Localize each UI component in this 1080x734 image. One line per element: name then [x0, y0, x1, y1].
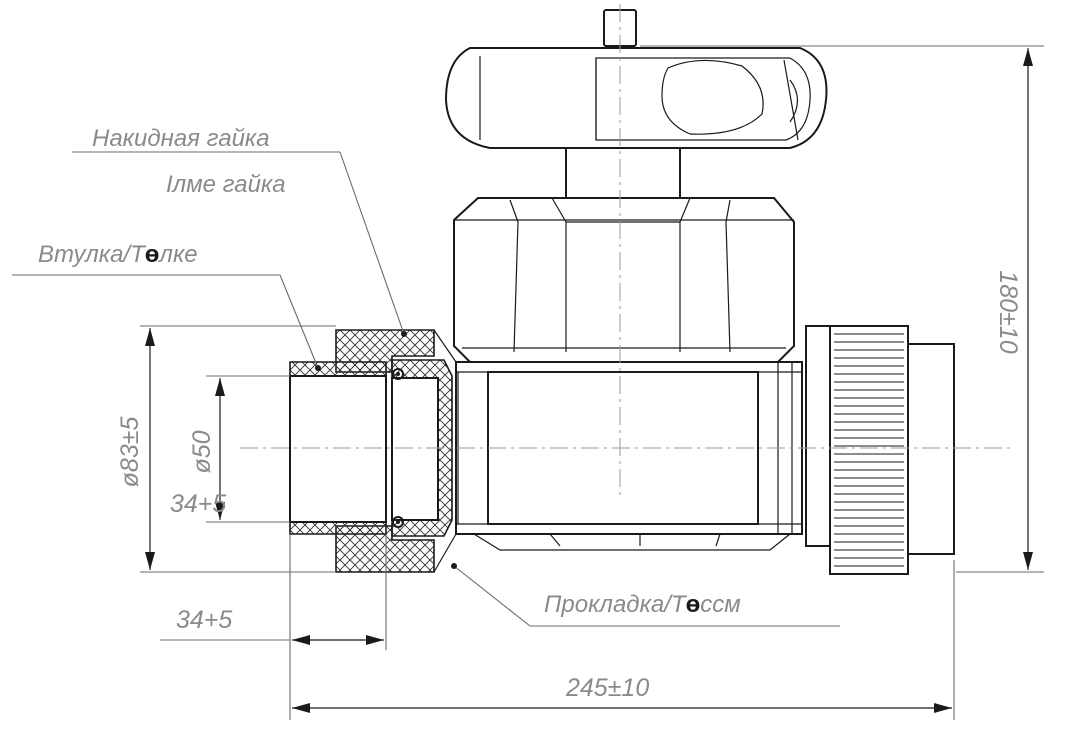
label-bushing-prefix: Втулка/Т	[38, 241, 147, 268]
label-gasket-suffix: ссм	[700, 591, 740, 618]
valve-body	[455, 361, 803, 551]
right-union-nut	[805, 325, 955, 575]
dim-socket-depth: 34+5	[176, 606, 232, 634]
label-bushing-suffix: лке	[157, 241, 197, 268]
label-gasket-glyph: ө	[686, 591, 701, 618]
label-gasket-prefix: Прокладка/Т	[544, 591, 688, 618]
dim-total-length: 245±10	[565, 674, 649, 702]
leader-lines	[12, 151, 840, 627]
label-gasket: Прокладка/Төссм	[544, 591, 741, 618]
label-bushing-glyph: ө	[145, 241, 160, 268]
label-bushing: Втулка/Төлке	[38, 241, 198, 268]
left-socket-section	[289, 329, 457, 573]
valve-stem	[565, 147, 681, 199]
valve-handle	[444, 9, 828, 149]
dim-inner-diameter: ø50	[188, 430, 216, 473]
dim-height: 180±10	[994, 270, 1022, 353]
label-union-nut: Накидная гайка	[92, 125, 270, 152]
label-union-nut-translation: Ілме гайка	[166, 171, 286, 198]
valve-bonnet	[453, 197, 795, 363]
dim-outer-diameter: ø83±5	[116, 417, 144, 488]
dimension-lines	[140, 45, 1044, 720]
nut-ribs	[834, 333, 904, 567]
center-lines	[240, 4, 1010, 500]
dim-socket-length: 34+5	[170, 490, 226, 518]
